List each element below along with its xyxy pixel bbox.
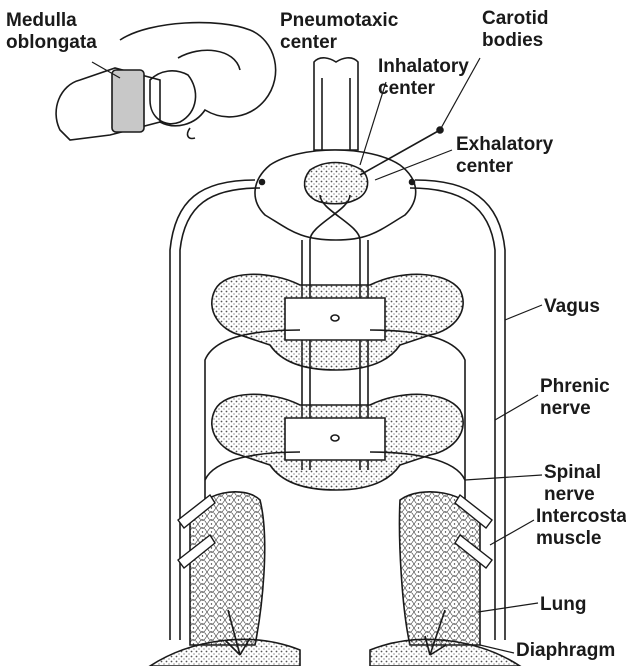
label-pneumotaxic-center: Pneumotaxic center <box>280 10 398 54</box>
label-vagus: Vagus <box>544 296 600 318</box>
label-exhalatory-center: Exhalatory center <box>456 134 553 178</box>
label-phrenic-nerve: Phrenic nerve <box>540 376 610 420</box>
spinal-segment-upper <box>212 274 463 370</box>
medulla-section <box>255 150 416 240</box>
label-inhalatory-center: Inhalatory center <box>378 56 469 100</box>
lung-right <box>399 492 480 645</box>
label-spinal-nerve: Spinal nerve <box>544 462 601 506</box>
label-medulla-oblongata: Medulla oblongata <box>6 10 97 54</box>
label-diaphragm: Diaphragm <box>516 640 615 662</box>
spinal-segment-lower <box>212 394 463 490</box>
label-carotid-bodies: Carotid bodies <box>482 8 549 52</box>
pneumotaxic-stalk <box>314 58 358 160</box>
label-intercostal-muscle: Intercostal muscle <box>536 506 626 550</box>
label-lung: Lung <box>540 594 586 616</box>
